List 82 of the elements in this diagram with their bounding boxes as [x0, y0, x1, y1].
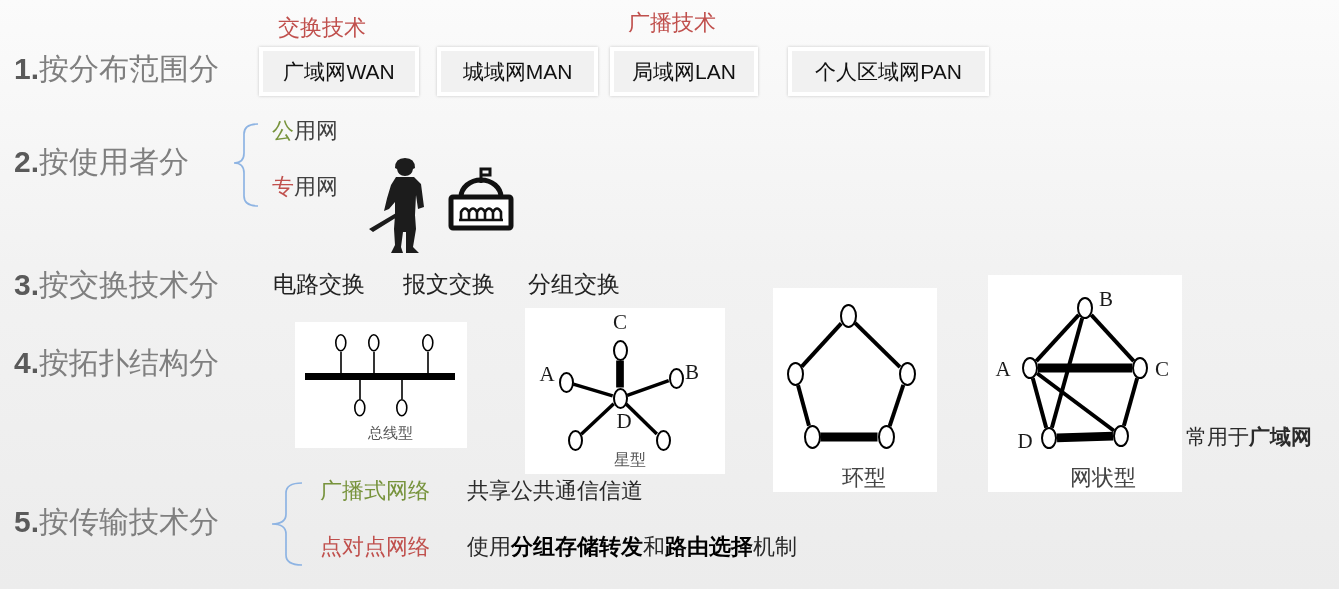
link-line	[887, 384, 906, 427]
network-type-box: 局域网LAN	[610, 47, 758, 96]
link-line	[1121, 377, 1140, 427]
section-heading: 1.按分布范围分	[14, 51, 220, 87]
network-type-box: 城域网MAN	[437, 47, 598, 96]
node-circle	[803, 425, 821, 449]
node-circle	[1132, 357, 1148, 379]
node-circle	[1041, 427, 1057, 449]
link-line	[340, 351, 342, 374]
section-heading: 3.按交换技术分	[14, 267, 220, 303]
link-line	[616, 360, 624, 388]
topology-panel	[525, 308, 725, 474]
note: 常用于广域网	[1186, 424, 1312, 450]
sub-item: 报文交换	[403, 271, 495, 299]
topology-panel	[295, 322, 467, 448]
node-circle	[612, 387, 628, 409]
node-circle	[786, 362, 804, 386]
node-circle	[354, 399, 366, 417]
node-circle	[898, 362, 916, 386]
node-circle	[567, 429, 583, 451]
sub-item: 分组交换	[528, 271, 620, 299]
link-line	[401, 379, 403, 400]
section-heading: 2.按使用者分	[14, 144, 190, 180]
link-line	[1089, 313, 1136, 363]
node-letter: C	[1155, 358, 1169, 380]
sub-item: 电路交换	[273, 271, 365, 299]
link-line	[1049, 317, 1085, 429]
link-line	[1038, 363, 1132, 373]
link-line	[1030, 377, 1049, 429]
network-type-box: 个人区域网PAN	[788, 47, 989, 96]
section-heading: 4.按拓扑结构分	[14, 345, 220, 381]
node-circle	[839, 304, 857, 328]
description: 使用分组存储转发和路由选择机制	[467, 534, 797, 561]
node-circle	[668, 367, 684, 389]
node-circle	[1113, 425, 1129, 447]
node-circle	[396, 399, 408, 417]
link-line	[1035, 371, 1116, 433]
node-circle	[655, 429, 671, 451]
node-circle	[422, 334, 434, 352]
sub-item: 点对点网络	[320, 534, 430, 561]
node-letter: B	[1099, 288, 1113, 310]
node-circle	[335, 334, 347, 352]
node-letter: A	[995, 358, 1011, 380]
node-letter: D	[1017, 430, 1033, 452]
node-circle	[877, 425, 895, 449]
link-line	[796, 384, 811, 427]
link-line	[820, 432, 878, 442]
section-heading: 5.按传输技术分	[14, 504, 220, 540]
node-circle	[1077, 297, 1093, 319]
link-line	[359, 379, 361, 400]
description: 共享公共通信信道	[467, 478, 643, 505]
node-circle	[558, 371, 574, 393]
topology-label: 总线型	[367, 424, 413, 442]
node-circle	[368, 334, 380, 352]
topology-label: 环型	[842, 464, 886, 492]
topology-panel	[988, 275, 1182, 492]
sub-item: 专用网	[272, 174, 338, 201]
annotation: 广播技术	[628, 10, 716, 37]
sub-item: 公用网	[272, 118, 338, 145]
node-letter: B	[685, 361, 699, 383]
node-letter: D	[616, 410, 632, 432]
link-line	[624, 402, 659, 436]
node-letter: C	[613, 311, 627, 333]
link-line	[1034, 313, 1081, 363]
link-line	[373, 351, 375, 374]
link-line	[572, 382, 614, 398]
network-type-box: 广域网WAN	[259, 47, 419, 96]
sub-item: 广播式网络	[320, 478, 430, 505]
link-line	[1056, 431, 1114, 443]
link-line	[800, 322, 843, 368]
node-circle	[612, 339, 628, 361]
node-letter: A	[539, 363, 555, 385]
link-line	[427, 351, 429, 374]
link-line	[626, 378, 670, 398]
node-circle	[1022, 357, 1038, 379]
topology-label: 星型	[614, 450, 646, 470]
link-line	[580, 402, 615, 436]
link-line	[853, 321, 902, 369]
topology-label: 网状型	[1070, 464, 1136, 492]
bus-bar	[305, 373, 455, 380]
topology-panel	[773, 288, 937, 492]
annotation: 交换技术	[278, 15, 366, 42]
